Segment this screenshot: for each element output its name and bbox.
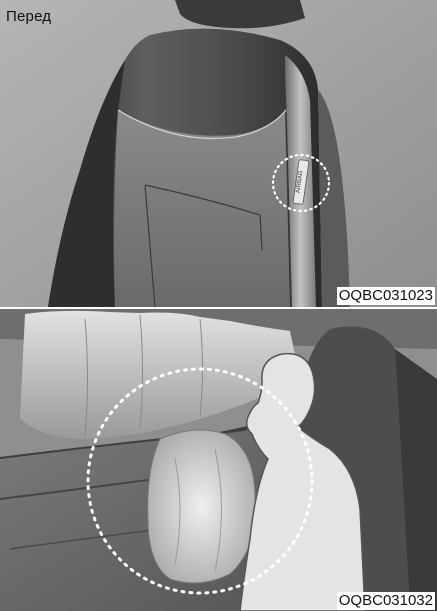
airbag-deploy-illustration [0, 309, 437, 611]
side-airbag [148, 430, 256, 583]
airbag-deploy-panel: OQBC031032 [0, 309, 437, 611]
figure-code: OQBC031023 [337, 287, 435, 305]
figure-code-bottom: OQBC031032 [337, 592, 435, 610]
panel-label: Перед [6, 8, 51, 25]
seat-illustration: AIRBAG [0, 0, 437, 307]
seat-illustration-panel: AIRBAG Перед OQBC031023 [0, 0, 437, 307]
